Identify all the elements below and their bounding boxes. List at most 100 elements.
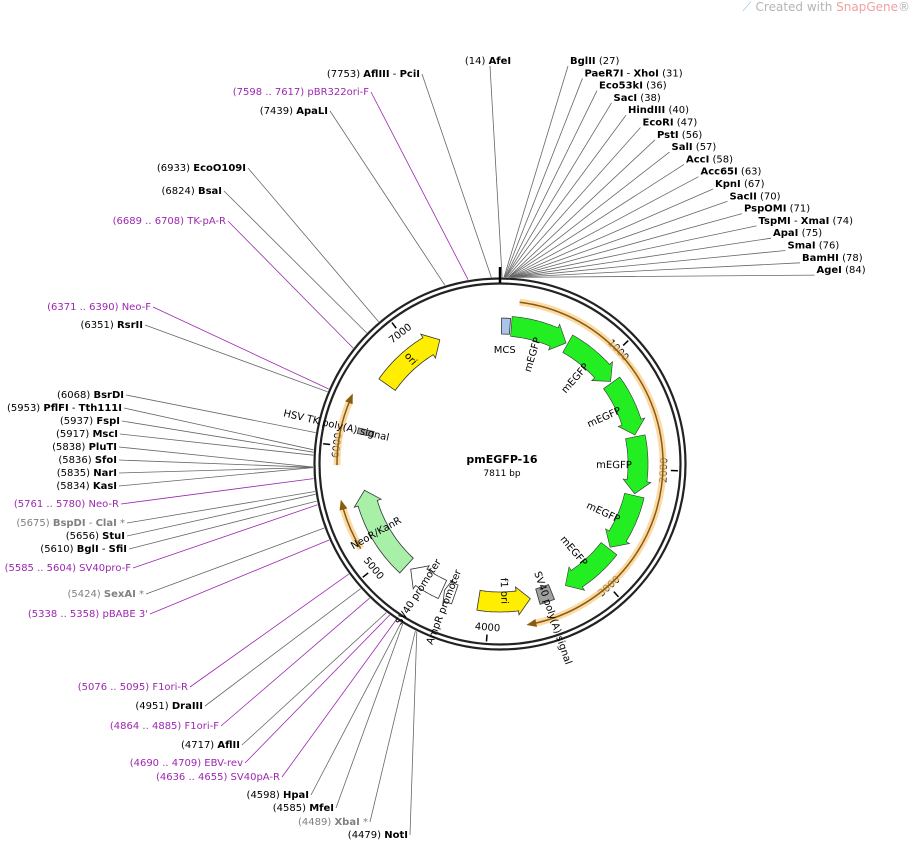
enzyme-site-eco53ki: Eco53kI (36) <box>599 81 667 92</box>
enzyme-name: MfeI <box>309 803 334 814</box>
enzyme-isoschizomer: SfiI <box>109 544 127 555</box>
enzyme-label: BglII (27) <box>570 56 619 67</box>
leader-line <box>335 623 404 809</box>
leader-line <box>126 491 316 524</box>
enzyme-isoschizomer: XmaI <box>801 216 830 227</box>
enzyme-site-noti: (4479) NotI <box>348 830 408 841</box>
enzyme-isoschizomer: Tth111I <box>79 403 122 414</box>
enzyme-position: (5656) <box>66 531 99 542</box>
leader-line <box>227 220 354 349</box>
tick-mark <box>622 340 629 346</box>
enzyme-position: (7598 .. 7617) <box>233 87 305 98</box>
leader-line <box>508 139 656 278</box>
leader-line <box>505 102 612 278</box>
enzyme-name: NotI <box>384 830 408 841</box>
mEGFP-segment-label: mEGFP <box>523 336 544 373</box>
enzyme-position: (4864 .. 4885) <box>110 721 182 732</box>
enzyme-site-bamhi: BamHI (78) <box>802 253 863 264</box>
enzyme-label: (5076 .. 5095) F1ori-R <box>78 682 188 693</box>
enzyme-label: (5838) PluTI <box>52 442 117 453</box>
snapgene-watermark: ⟋Created with SnapGene® <box>742 0 910 15</box>
enzyme-name: Neo-R <box>89 499 120 510</box>
enzyme-site-acc65i: Acc65I (63) <box>701 167 762 178</box>
enzyme-site-sexai: (5424) SexAI * <box>67 589 144 600</box>
enzyme-label: PspOMI (71) <box>744 204 810 215</box>
enzyme-label: (5424) SexAI * <box>67 589 144 600</box>
enzyme-site-neo-r: (5761 .. 5780) Neo-R <box>14 499 119 510</box>
leader-line <box>511 237 772 278</box>
enzyme-name: MscI <box>92 429 118 440</box>
enzyme-position: (36) <box>646 81 667 92</box>
leader-line <box>409 631 418 836</box>
enzyme-name: PluTI <box>89 442 117 453</box>
enzyme-label: EcoRI (47) <box>643 118 698 129</box>
hsv-tk-poly-a-signal-box <box>356 427 375 438</box>
enzyme-isoschizomer: PciI <box>400 69 420 80</box>
enzyme-site-acci: AccI (58) <box>686 154 733 165</box>
enzyme-name: AflIII <box>363 69 389 80</box>
enzyme-site-neo-f: (6371 .. 6390) Neo-F <box>47 302 151 313</box>
enzyme-position: (75) <box>802 228 823 239</box>
enzyme-position: (78) <box>842 253 863 264</box>
enzyme-site-sv40pa-r: (4636 .. 4655) SV40pA-R <box>156 772 280 783</box>
enzyme-name: ApaLI <box>296 106 328 117</box>
leader-line <box>223 190 367 334</box>
enzyme-name: BsrDI <box>93 390 124 401</box>
enzyme-label: (5610) BglI - SfiI <box>40 544 127 555</box>
enzyme-name: HindIII <box>628 105 665 116</box>
enzyme-label: (7439) ApaLI <box>260 106 328 117</box>
tick-label: 4000 <box>474 622 500 635</box>
enzyme-position: (5838) <box>52 442 85 453</box>
enzyme-position: (5917) <box>56 429 89 440</box>
enzyme-isoschizomer: ClaI <box>96 518 117 529</box>
enzyme-name: StuI <box>102 531 125 542</box>
mEGFP-segment-arrow <box>622 434 652 495</box>
enzyme-label: (6933) EcoO109I <box>157 163 246 174</box>
enzyme-position: (6824) <box>162 186 195 197</box>
enzyme-position: (74) <box>833 216 854 227</box>
enzyme-name: SV40pA-R <box>231 772 280 783</box>
enzyme-site-bgli: (5610) BglI - SfiI <box>40 544 127 555</box>
tick-label: 7000 <box>387 322 414 346</box>
leader-line <box>509 176 699 278</box>
enzyme-position: (5076 .. 5095) <box>78 682 150 693</box>
enzyme-label: (5953) PflFI - Tth111I <box>7 403 122 414</box>
tick-mark <box>391 322 397 329</box>
leader-line <box>369 630 416 823</box>
leader-line <box>121 420 314 453</box>
enzyme-name: BglII <box>570 56 596 67</box>
enzyme-position: (31) <box>662 68 683 79</box>
enzyme-name: AfeI <box>489 56 512 67</box>
leader-line <box>489 65 503 278</box>
enzyme-position: (4951) <box>135 701 168 712</box>
enzyme-site-smai: SmaI (76) <box>788 241 840 252</box>
tick-mark <box>485 634 488 642</box>
enzyme-label: (4717) AflII <box>181 740 240 751</box>
enzyme-name: DraIII <box>172 701 203 712</box>
leader-line <box>126 493 316 537</box>
enzyme-label: (6371 .. 6390) Neo-F <box>47 302 151 313</box>
enzyme-position: (47) <box>677 118 698 129</box>
mEGFP-segment-arrow <box>562 334 613 382</box>
enzyme-label: (4585) MfeI <box>273 803 334 814</box>
enzyme-label: ApaI (75) <box>773 228 822 239</box>
enzyme-site-hindiii: HindIII (40) <box>628 105 689 116</box>
backbone-inner-strand <box>318 282 682 646</box>
enzyme-position: (4636 .. 4655) <box>156 772 228 783</box>
enzyme-site-xbai: (4489) XbaI * <box>298 817 368 828</box>
leader-line <box>510 213 743 278</box>
enzyme-label: SacI (38) <box>614 93 661 104</box>
leader-line <box>506 127 641 278</box>
enzyme-site-sfoi: (5836) SfoI <box>58 455 117 466</box>
enzyme-site-saci: SacI (38) <box>614 93 661 104</box>
enzyme-position: (58) <box>713 154 734 165</box>
enzyme-site-ecori: EcoRI (47) <box>643 118 698 129</box>
leader-line <box>329 110 446 286</box>
enzyme-position: (40) <box>668 105 689 116</box>
enzyme-site-pbr322ori-f: (7598 .. 7617) pBR322ori-F <box>233 87 369 98</box>
watermark-brand: SnapGene <box>836 0 898 14</box>
enzyme-site-paer7i: PaeR7I - XhoI (31) <box>585 68 683 79</box>
leader-line <box>244 614 390 764</box>
mEGFP-segment-label: mEGFP <box>585 500 622 525</box>
enzyme-label: SacII (70) <box>730 191 781 202</box>
